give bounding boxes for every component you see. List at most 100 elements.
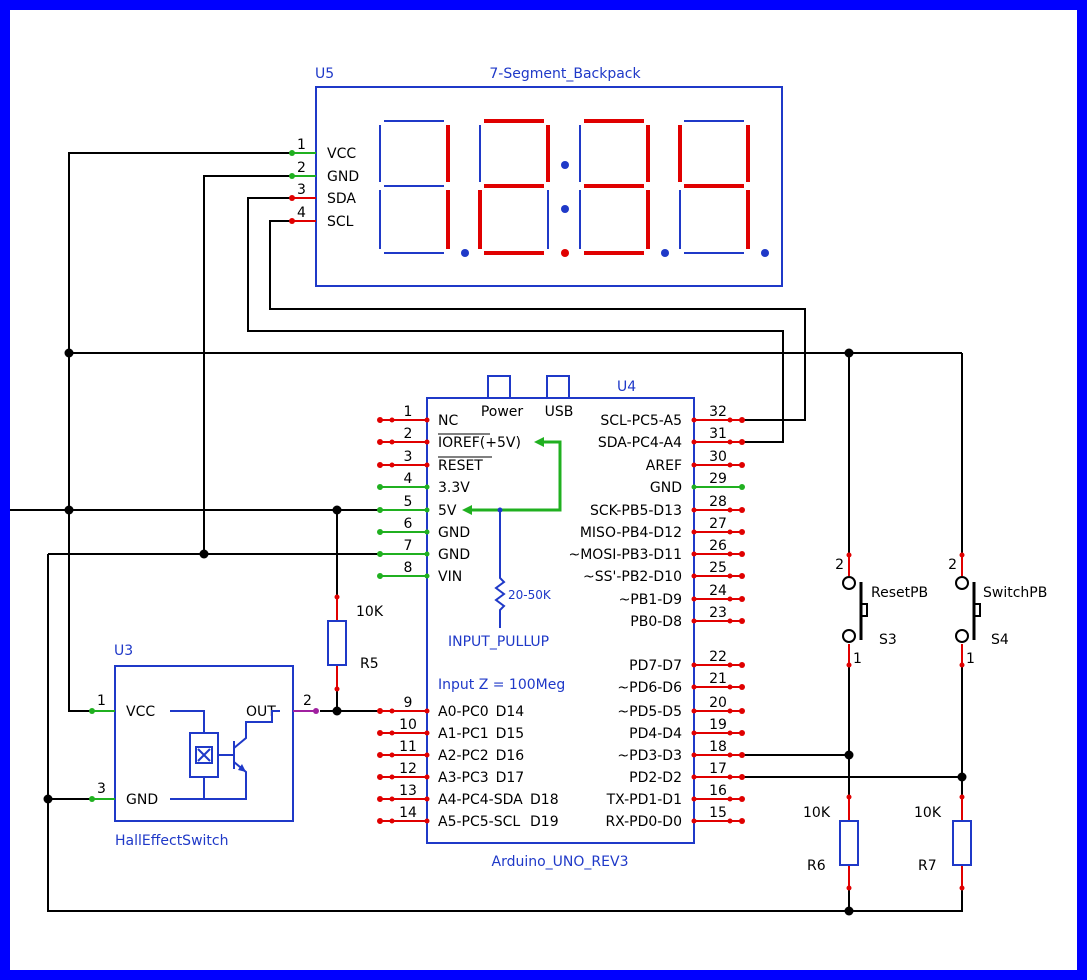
digit-1: [379, 120, 469, 257]
u4-pin-label: SCK-PB5-D13: [590, 503, 682, 519]
r6-body: [839, 820, 859, 866]
u3-pin3-num: 3: [97, 781, 106, 797]
u4-pin-number: 3: [404, 449, 413, 465]
s4-contact-top: [955, 576, 969, 590]
u4-pin-18: 18~PD3-D3: [617, 739, 745, 764]
u4-pin-number: 18: [709, 739, 727, 755]
u4-pin-label: TX-PD1-D1: [606, 792, 682, 808]
u4-pin-number: 24: [709, 583, 727, 599]
u4-pin-label: A0-PC0: [438, 704, 489, 720]
u4-pin-digital: D14: [496, 704, 525, 720]
u4-pin-number: 4: [404, 471, 413, 487]
r7-value: 10K: [914, 805, 942, 821]
r5-resistor[interactable]: 10K R5: [327, 594, 384, 692]
u4-pin-number: 7: [404, 538, 413, 554]
u5-pin-number: 2: [297, 160, 306, 176]
u4-pin-1: 1NC: [377, 404, 458, 429]
u4-pin-digital: D15: [496, 726, 525, 742]
u4-pin-number: 8: [404, 560, 413, 576]
u4-pin-label: AREF: [646, 458, 682, 474]
u4-pin-label: A2-PC2: [438, 748, 489, 764]
u3-pin-gnd: GND: [126, 792, 158, 808]
u4-pin-label: A4-PC4-SDA: [438, 792, 523, 808]
u4-pin-26: 26 ~MOSI-PB3-D11: [569, 538, 745, 563]
u4-pin-label: ~PD6-D6: [617, 680, 682, 696]
u4-pin-label: VIN: [438, 569, 462, 585]
u4-pin-label: ~MOSI-PB3-D11: [569, 547, 683, 563]
u5-pin-number: 3: [297, 182, 306, 198]
u4-pin-number: 25: [709, 560, 727, 576]
u4-pin-number: 28: [709, 494, 727, 510]
u4-pin-number: 31: [709, 426, 727, 442]
u5-pin-label: GND: [327, 169, 359, 185]
u4-pin-label: PD7-D7: [629, 658, 682, 674]
s4-contact-bottom: [955, 629, 969, 643]
u4-pin-number: 11: [399, 739, 417, 755]
u4-ref: U4: [617, 379, 636, 395]
usb-label: USB: [545, 404, 574, 420]
u4-pin-number: 26: [709, 538, 727, 554]
u3-name: HallEffectSwitch: [115, 833, 228, 849]
u4-pin-label: A3-PC3: [438, 770, 489, 786]
u4-pin-label: SCL-PC5-A5: [600, 413, 682, 429]
u4-pin-label: A1-PC1: [438, 726, 489, 742]
u4-pin-label: SDA-PC4-A4: [598, 435, 682, 451]
u4-pin-label: PB0-D8: [630, 614, 682, 630]
u4-pin-number: 1: [404, 404, 413, 420]
ioref-arrow-icon: [534, 437, 544, 447]
u4-pin-number: 27: [709, 516, 727, 532]
u4-pin-digital: D19: [530, 814, 559, 830]
u4-pin-number: 19: [709, 717, 727, 733]
s4-switch-pushbutton[interactable]: 2 1 SwitchPB S4: [948, 552, 1047, 668]
u3-hall-effect-switch[interactable]: U3 HallEffectSwitch 1 VCC 3 GND 2 OUT: [89, 643, 319, 849]
u4-arduino-uno[interactable]: U4 Power USB Arduino_UNO_REV3 20-50K INP…: [377, 375, 745, 870]
u5-pin-label: SDA: [327, 191, 356, 207]
r6-resistor[interactable]: 10K R6: [803, 794, 859, 891]
u4-pin-number: 29: [709, 471, 727, 487]
u4-pin-number: 30: [709, 449, 727, 465]
u4-pin-number: 6: [404, 516, 413, 532]
u4-pin-label: MISO-PB4-D12: [580, 525, 682, 541]
u4-pin-20: 20~PD5-D5: [617, 695, 745, 720]
input-z-label: Input Z = 100Meg: [438, 677, 565, 693]
u4-pin-24: 24~PB1-D9: [619, 583, 745, 608]
u4-pin-number: 14: [399, 805, 417, 821]
s4-plunger-tab: [974, 603, 981, 617]
u4-pin-label: A5-PC5-SCL: [438, 814, 520, 830]
u4-pin-number: 12: [399, 761, 417, 777]
r7-body: [952, 820, 972, 866]
colon-top: [561, 161, 569, 169]
u4-pin-label: GND: [438, 547, 470, 563]
u4-pin-4: 4 3.3V: [377, 471, 470, 496]
r7-resistor[interactable]: 10K R7: [914, 794, 972, 891]
u4-pin-label: NC: [438, 413, 458, 429]
s3-reset-pushbutton[interactable]: 2 1 ResetPB S3: [835, 552, 928, 668]
s3-plunger-tab: [861, 603, 868, 617]
u5-ref: U5: [315, 66, 334, 82]
u4-pin-label: GND: [650, 480, 682, 496]
u4-pin-label: 3.3V: [438, 480, 470, 496]
s3-pin-top: 2: [835, 557, 844, 573]
pullup-value: 20-50K: [508, 588, 552, 602]
u4-pin-digital: D16: [496, 748, 525, 764]
colon-bottom: [561, 205, 569, 213]
u4-pin-number: 2: [404, 426, 413, 442]
